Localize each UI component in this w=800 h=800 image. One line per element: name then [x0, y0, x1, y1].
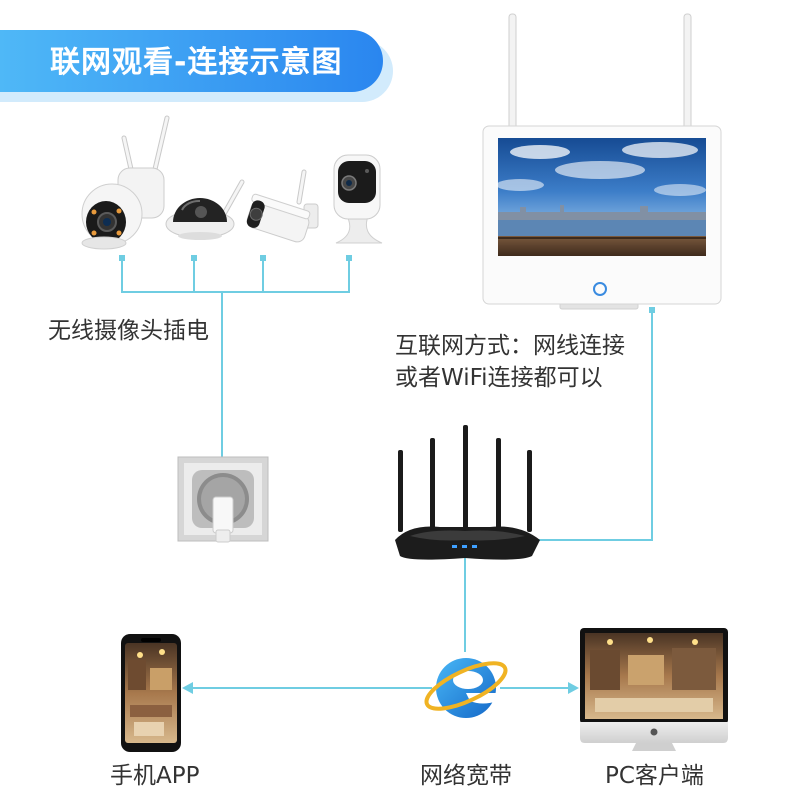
power-socket-icon: [177, 456, 269, 543]
ptz-camera-icon: [81, 115, 170, 250]
title-banner: 联网观看-连接示意图: [0, 30, 393, 102]
internet-phone-link: [182, 682, 432, 694]
cube-camera-icon: [333, 154, 383, 244]
camera-power-label: 无线摄像头插电: [48, 318, 209, 344]
internet-explorer-icon: [424, 658, 508, 718]
phone-app-label: 手机APP: [110, 763, 200, 789]
page-title: 联网观看-连接示意图: [50, 45, 342, 80]
pc-client-label: PC客户端: [605, 763, 704, 789]
desktop-computer-icon: [580, 628, 728, 751]
internet-method-label-line1: 互联网方式：网线连接: [395, 333, 625, 359]
monitor-router-link: [538, 307, 655, 541]
internet-pc-link: [500, 682, 579, 694]
smartphone-icon: [121, 634, 181, 752]
nvr-monitor-icon: [482, 13, 722, 310]
internet-method-label-line2: 或者WiFi连接都可以: [395, 365, 603, 391]
dome-camera-icon: [165, 179, 245, 240]
broadband-label: 网络宽带: [420, 763, 512, 789]
bullet-camera-icon: [246, 169, 319, 243]
wifi-router-icon: [395, 425, 540, 560]
